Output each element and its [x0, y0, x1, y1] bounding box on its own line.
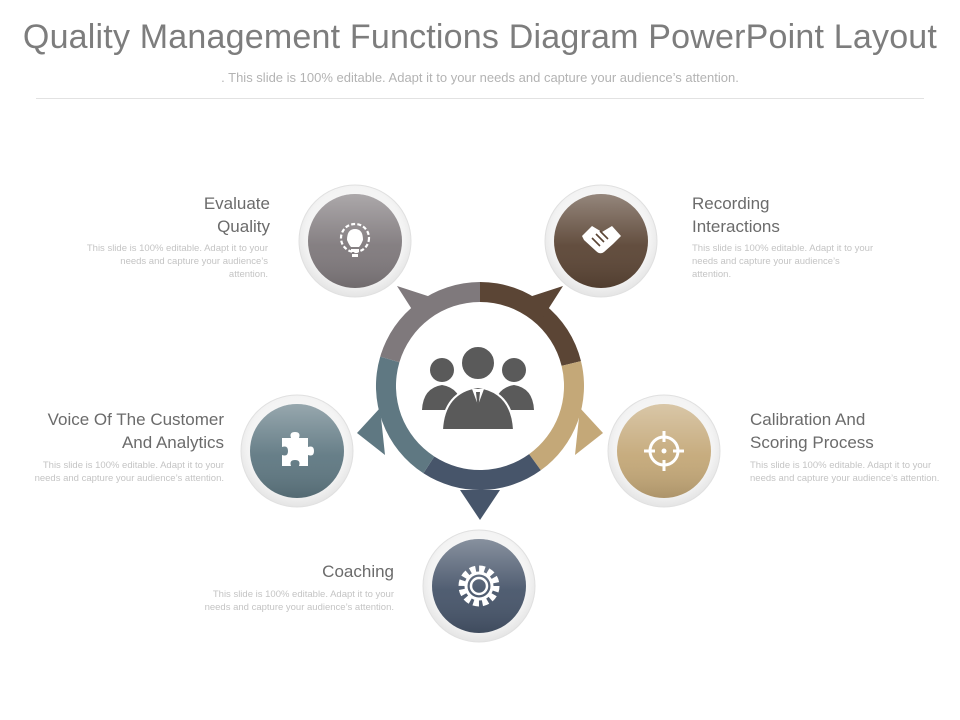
crosshair-icon	[644, 431, 684, 471]
label-recording-line2: Interactions	[692, 217, 780, 236]
ring-segment-recording	[480, 282, 581, 366]
label-evaluate-line1: Evaluate	[203, 194, 270, 213]
team-people-icon	[422, 345, 534, 431]
pointer-recording	[520, 286, 563, 322]
node-voice	[240, 394, 354, 508]
node-coaching	[422, 529, 536, 643]
title-divider	[36, 98, 924, 99]
slide-subtitle: . This slide is 100% editable. Adapt it …	[221, 70, 739, 85]
pointer-calibration	[575, 408, 603, 455]
label-voice-line1: Voice Of The Customer	[47, 410, 224, 429]
node-calibration	[607, 394, 721, 508]
pointer-coaching	[460, 490, 500, 520]
desc-calibration: This slide is 100% editable. Adapt it to…	[750, 460, 940, 484]
label-voice-line2: And Analytics	[121, 433, 224, 452]
desc-recording: This slide is 100% editable. Adapt it to…	[692, 243, 874, 280]
ring-segment-calibration	[529, 361, 585, 471]
desc-voice: This slide is 100% editable. Adapt it to…	[34, 460, 224, 484]
label-voice: Voice Of The Customer And Analytics	[14, 408, 224, 454]
handshake-icon	[582, 226, 621, 254]
ring-segment-evaluate	[380, 281, 480, 363]
center-ring	[357, 281, 603, 520]
label-evaluate: Evaluate Quality	[120, 192, 270, 238]
label-coaching-line1: Coaching	[322, 562, 394, 581]
desc-evaluate: This slide is 100% editable. Adapt it to…	[86, 243, 268, 280]
label-recording-line1: Recording	[692, 194, 770, 213]
pointer-evaluate	[397, 286, 440, 322]
desc-coaching: This slide is 100% editable. Adapt it to…	[204, 589, 394, 613]
gear-icon	[458, 565, 500, 607]
label-evaluate-line2: Quality	[217, 217, 270, 236]
label-coaching: Coaching	[200, 560, 394, 583]
label-recording: Recording Interactions	[692, 192, 892, 238]
label-calibration-line2: Scoring Process	[750, 433, 874, 452]
label-calibration-line1: Calibration And	[750, 410, 866, 429]
pointer-voice	[357, 408, 385, 455]
slide-title: Quality Management Functions Diagram Pow…	[22, 18, 938, 56]
node-evaluate	[298, 184, 412, 298]
puzzle-icon	[282, 432, 314, 466]
node-recording	[544, 184, 658, 298]
label-calibration: Calibration And Scoring Process	[750, 408, 950, 454]
lightbulb-gear-icon	[339, 222, 371, 257]
ring-segment-coaching	[423, 454, 541, 490]
ring-segment-voice	[375, 356, 435, 474]
